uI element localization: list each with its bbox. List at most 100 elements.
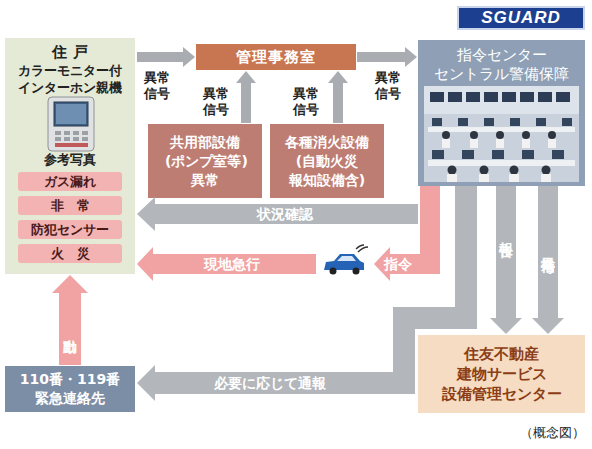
control-room-photo xyxy=(522,131,530,139)
control-room-photo xyxy=(548,139,556,148)
node-text: 火 災 xyxy=(51,245,90,262)
control-room-photo xyxy=(542,166,551,175)
control-room-photo xyxy=(458,118,468,126)
node-text: ガス漏れ xyxy=(44,173,96,190)
alarm-tag: 非 常 xyxy=(18,196,122,215)
control-room-photo xyxy=(442,139,450,148)
control-room-photo xyxy=(492,150,504,159)
control-room-photo xyxy=(510,118,520,126)
arrow-shaft xyxy=(496,186,516,319)
control-room-photo xyxy=(428,160,575,166)
arrow-head xyxy=(137,247,153,281)
node-text: 非 常 xyxy=(51,197,90,214)
control-room-photo xyxy=(562,118,572,126)
control-room-photo xyxy=(520,92,534,102)
arrow-label: 指令 xyxy=(384,256,412,272)
control-room-photo xyxy=(432,118,442,126)
arrow-head xyxy=(183,47,195,67)
control-room-photo xyxy=(466,92,480,102)
alarm-tag: 火 災 xyxy=(18,244,122,263)
equipment-box: 各種消火設備 (自動火災 報知設備含) xyxy=(270,124,384,198)
intercom-photo xyxy=(54,102,88,126)
arrow-shaft xyxy=(137,52,184,62)
control-room-photo xyxy=(496,139,504,148)
intercom-photo xyxy=(48,97,94,151)
car-icon xyxy=(324,245,368,275)
control-room-photo xyxy=(522,139,530,148)
control-room-photo xyxy=(556,92,570,102)
control-room-photo xyxy=(509,174,519,182)
control-room-photo xyxy=(424,86,579,182)
arrow-shaft xyxy=(59,292,81,365)
control-room-photo xyxy=(447,174,457,182)
arrow-head xyxy=(405,47,417,67)
node-text: 各種消火設備 (自動火災 報知設備含) xyxy=(282,133,372,190)
flow-arrow xyxy=(328,71,348,123)
arrow-label: 異常信号 xyxy=(203,86,230,118)
arrow-shaft xyxy=(154,186,466,383)
control-room-photo xyxy=(430,92,444,102)
arrow-label: 現地急行 xyxy=(204,256,260,272)
arrow-head xyxy=(328,71,348,83)
arrow-shaft xyxy=(333,82,343,123)
arrow-head xyxy=(52,275,88,293)
control-room-photo xyxy=(496,131,504,139)
arrow-label: 状況確認 xyxy=(257,206,313,222)
control-room-photo xyxy=(470,139,478,148)
control-room-photo xyxy=(424,86,579,182)
intercom-photo xyxy=(82,137,88,141)
car-icon xyxy=(337,256,356,261)
intercom-photo xyxy=(64,131,70,135)
node-text: 住 戸 xyxy=(5,43,135,61)
arrow-shaft xyxy=(538,186,558,319)
control-room-photo xyxy=(448,166,457,175)
node-text: 管理事務室 xyxy=(236,48,316,67)
arrow-label: 異常信号 xyxy=(375,70,402,102)
flow-arrow xyxy=(532,186,564,334)
arrow-head xyxy=(137,197,155,231)
arrow-shaft xyxy=(154,204,418,224)
flow-arrow xyxy=(137,47,195,67)
node-text: 参考写真 xyxy=(5,151,135,168)
flow-arrow xyxy=(357,47,417,67)
control-room-photo xyxy=(502,92,516,102)
flow-arrow xyxy=(137,186,466,401)
arrow-label: 必要に応じて通報 xyxy=(214,375,326,391)
node-text: 防犯センサー xyxy=(31,221,109,238)
intercom-photo xyxy=(56,104,86,124)
control-room-photo xyxy=(484,92,498,102)
flow-arrow xyxy=(490,186,522,334)
control-room-photo xyxy=(538,92,552,102)
node-text: 共用部設備 (ポンプ室等) 異常 xyxy=(165,133,245,190)
emergency-box: 110番・119番 緊急連絡先 xyxy=(5,366,135,412)
alarm-tag: 防犯センサー xyxy=(18,220,122,239)
control-room-photo xyxy=(462,150,474,159)
alarm-tag: ガス漏れ xyxy=(18,172,122,191)
car-icon xyxy=(353,268,360,275)
intercom-photo xyxy=(82,131,88,135)
facility-center-box: 住友不動産 建物サービス 設備管理センター xyxy=(418,335,585,413)
control-room-photo xyxy=(552,150,564,159)
control-room-photo xyxy=(510,166,519,175)
car-icon xyxy=(358,247,368,252)
arrow-head xyxy=(137,365,155,401)
arrow-label: 異常信号 xyxy=(293,86,320,118)
control-room-photo xyxy=(442,131,450,139)
control-room-photo xyxy=(484,118,494,126)
arrow-head xyxy=(236,71,256,83)
node-text: 110番・119番 緊急連絡先 xyxy=(14,370,126,408)
flow-arrow xyxy=(137,197,418,231)
car-icon xyxy=(324,254,364,270)
flow-arrow xyxy=(236,71,256,123)
control-room-photo xyxy=(548,131,556,139)
arrow-shaft xyxy=(241,82,251,123)
arrow-label: 出動 xyxy=(61,328,79,330)
dwelling-panel: 住 戸カラーモニター付 インターホン親機参考写真ガス漏れ非 常防犯センサー火 災 xyxy=(5,38,135,274)
office-band: 管理事務室 xyxy=(196,44,356,70)
arrow-label: 異常信号 xyxy=(539,246,557,250)
control-room-photo xyxy=(522,150,534,159)
arrow-label: 異常信号 xyxy=(144,70,171,102)
intercom-photo xyxy=(64,137,70,141)
